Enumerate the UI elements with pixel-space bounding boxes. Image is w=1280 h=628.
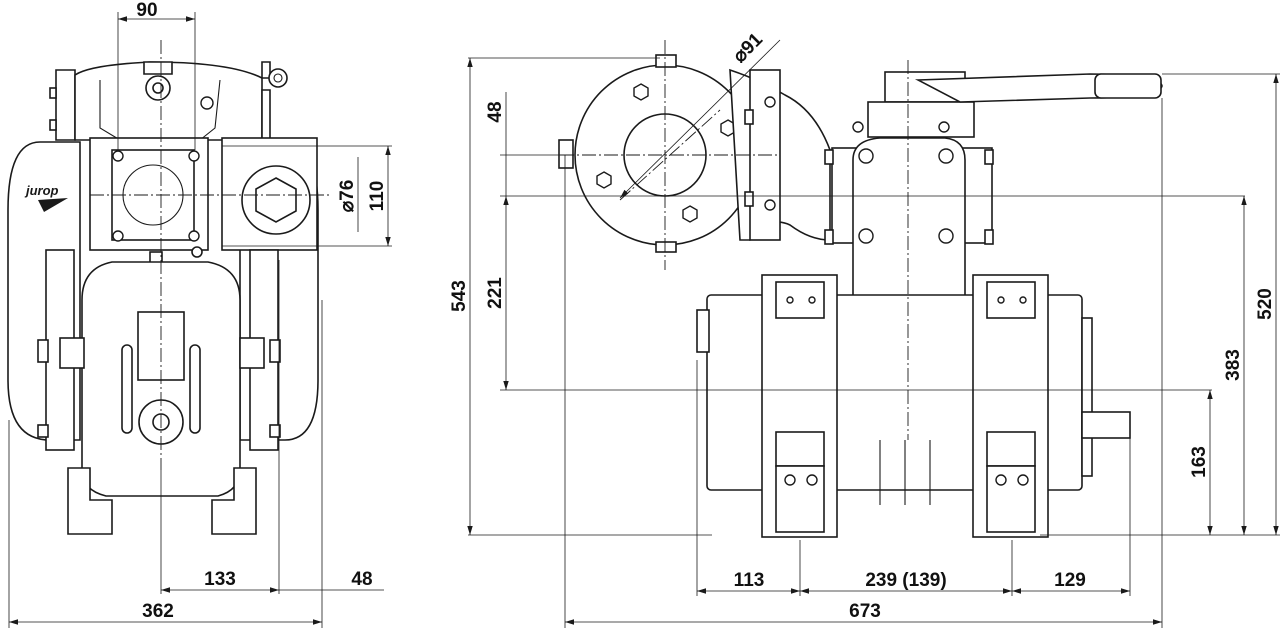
dim-label-221: 221 [485, 277, 506, 309]
dim-label-48-side: 48 [485, 101, 506, 122]
dim-label-110: 110 [367, 181, 388, 212]
left-top-lug-1 [49, 87, 57, 99]
tube-bolt-3 [858, 228, 874, 244]
dim-line-91 [619, 39, 781, 199]
left-boss-1 [37, 339, 49, 363]
top-nut [143, 61, 173, 75]
dim-label-48-front: 48 [351, 569, 372, 590]
valve-lug-4 [984, 229, 994, 245]
top-valve-core [152, 82, 164, 94]
right-foot-bolt-2 [1017, 474, 1029, 486]
dim-label-163: 163 [1189, 446, 1210, 478]
top-bolt [200, 96, 214, 110]
left-foot-bolt-2 [806, 474, 818, 486]
hex-plug [255, 177, 297, 223]
port-bolt-1 [633, 83, 649, 101]
left-foot [67, 467, 113, 535]
valve-lug-1 [824, 149, 834, 165]
port-bottom-nut [655, 241, 677, 253]
right-top-rib [261, 89, 271, 141]
left-top-lug-2 [49, 119, 57, 131]
left-saddle-hole-2 [808, 296, 816, 304]
elbow-lug-2 [744, 191, 754, 207]
top-ribs [99, 79, 221, 141]
dim-label-91: ⌀91 [729, 29, 767, 67]
flange-bolt-3 [112, 230, 124, 242]
left-boss-2 [37, 424, 49, 438]
left-ear [59, 337, 85, 369]
right-boss-2 [269, 424, 281, 438]
port-left-lug [558, 139, 574, 169]
lifting-eye [268, 68, 288, 88]
handle-grip [1094, 73, 1162, 99]
tube-bolt-1 [858, 148, 874, 164]
flange-bolt-2 [188, 150, 200, 162]
bonnet-bolt-left [852, 121, 864, 133]
slot-right [189, 344, 201, 434]
drain-fitting [191, 246, 203, 258]
elbow-bolt-2 [764, 199, 776, 211]
dim-label-113: 113 [734, 570, 765, 591]
flange-bolt-1 [112, 150, 124, 162]
right-saddle-hole-1 [997, 296, 1005, 304]
port-diagonal [619, 109, 721, 201]
dim-label-383: 383 [1223, 349, 1244, 381]
port-bolt-3 [596, 171, 612, 189]
top-left-plate [55, 69, 76, 141]
slot-left [121, 344, 133, 434]
dim-label-90: 90 [136, 0, 157, 21]
pump-rear-cap [1081, 317, 1093, 477]
right-saddle-hole-2 [1019, 296, 1027, 304]
right-ear [239, 337, 265, 369]
dim-label-543: 543 [449, 280, 470, 312]
left-foot-block [775, 465, 825, 533]
valve-lug-3 [984, 149, 994, 165]
left-saddle-hole-1 [786, 296, 794, 304]
bonnet-bolt-right [938, 121, 950, 133]
drive-shaft [1081, 411, 1131, 439]
dim-label-239: 239 (139) [865, 570, 946, 591]
dim-label-133: 133 [204, 569, 236, 590]
dim-label-520: 520 [1255, 288, 1276, 320]
inspection-window [137, 311, 185, 381]
right-saddle-bottom [986, 431, 1036, 467]
dim-label-76: ⌀76 [337, 180, 358, 213]
elbow-bolt-1 [764, 96, 776, 108]
right-foot [211, 467, 257, 535]
valve-bonnet [867, 101, 975, 138]
side-view: 543 48 221 520 383 163 ⌀91 113 239 (139)… [449, 29, 1280, 628]
brand-logo: jurop [24, 183, 68, 212]
valve-lug-2 [824, 229, 834, 245]
tube-bolt-2 [938, 148, 954, 164]
tube-bolt-4 [938, 228, 954, 244]
front-view: jurop 90 [7, 0, 392, 628]
pump-end-cap [696, 309, 710, 353]
right-saddle-top [986, 281, 1036, 319]
port-top-nut [655, 54, 677, 68]
elbow-lug-1 [744, 109, 754, 125]
left-foot-bolt-1 [784, 474, 796, 486]
right-foot-block [986, 465, 1036, 533]
logo-swoosh [38, 198, 68, 212]
logo-text: jurop [24, 183, 59, 198]
dim-label-129: 129 [1054, 570, 1086, 591]
lifting-eye-hole [273, 73, 283, 83]
dim-label-362: 362 [142, 601, 174, 622]
port-bolt-4 [682, 205, 698, 223]
left-saddle-bottom [775, 431, 825, 467]
dim-label-673: 673 [849, 601, 881, 622]
flange-bolt-4 [188, 230, 200, 242]
right-boss-1 [269, 339, 281, 363]
left-saddle-top [775, 281, 825, 319]
right-foot-bolt-1 [995, 474, 1007, 486]
